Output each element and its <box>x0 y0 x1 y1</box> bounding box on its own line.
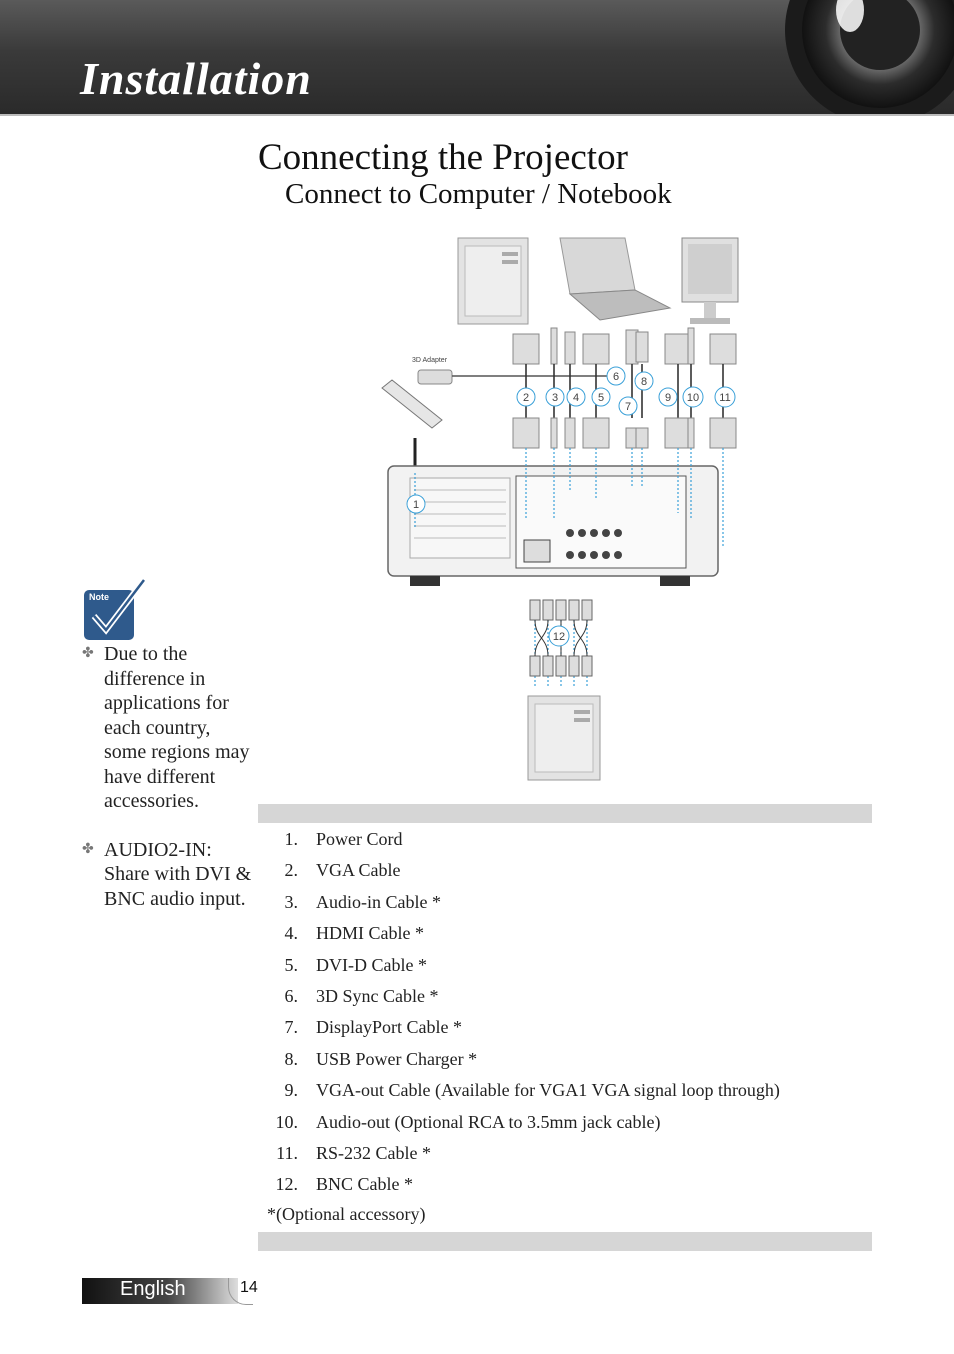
list-item: 1.Power Cord <box>284 829 403 849</box>
notebook-computer-icon <box>559 237 672 321</box>
callout-11: 11 <box>714 386 736 408</box>
svg-text:8: 8 <box>641 376 647 388</box>
header-divider <box>0 114 954 116</box>
note-text: AUDIO2-IN: Share with DVI & BNC audio in… <box>104 838 252 910</box>
projector-rear-panel-icon <box>387 465 719 586</box>
cable-connectors-bottom <box>512 417 737 449</box>
callout-5: 5 <box>591 387 611 407</box>
power-strip-icon <box>381 379 443 473</box>
bullet-icon: ✤ <box>82 646 94 661</box>
cable-connectors-top <box>512 327 737 365</box>
svg-text:7: 7 <box>625 401 631 413</box>
list-item: 10.Audio-out (Optional RCA to 3.5mm jack… <box>275 1111 661 1132</box>
svg-text:3: 3 <box>552 392 558 404</box>
note-text: Due to the difference in applications fo… <box>104 643 250 812</box>
list-item: 5.DVI-D Cable * <box>284 954 427 975</box>
cable-list: 1.Power Cord 2.VGA Cable 3.Audio-in Cabl… <box>262 826 872 1203</box>
svg-text:5: 5 <box>598 392 604 404</box>
list-item: 7.DisplayPort Cable * <box>284 1017 463 1038</box>
svg-text:2: 2 <box>523 392 529 404</box>
bullet-icon: ✤ <box>82 841 94 857</box>
list-item: 12.BNC Cable * <box>275 1174 414 1195</box>
connection-diagram: 3D Adapter <box>381 237 739 781</box>
note-icon: Note <box>84 578 147 640</box>
header-banner: Installation <box>0 0 954 114</box>
footer-language: English <box>120 1278 186 1300</box>
svg-text:1: 1 <box>413 499 419 511</box>
desktop-computer-icon <box>457 237 529 325</box>
svg-text:6: 6 <box>613 371 619 383</box>
3d-adapter-icon: 3D Adapter <box>412 357 620 385</box>
list-item: 6.3D Sync Cable * <box>284 985 439 1006</box>
list-item: 8.USB Power Charger * <box>284 1048 478 1069</box>
footer-language-tab <box>82 1278 238 1304</box>
page-number: 14 <box>240 1279 258 1296</box>
list-item: 9.VGA-out Cable (Available for VGA1 VGA … <box>284 1080 780 1101</box>
callout-markers: 1 2 3 4 5 6 7 8 9 10 11 12 <box>406 366 736 647</box>
callout-2: 2 <box>516 387 536 407</box>
bnc-cable-icon <box>529 599 593 677</box>
svg-text:11: 11 <box>719 392 730 404</box>
list-item: 3.Audio-in Cable * <box>284 891 441 912</box>
callout-10: 10 <box>682 386 704 408</box>
svg-text:12: 12 <box>553 631 565 643</box>
note-list: ✤ Due to the difference in applications … <box>82 642 252 935</box>
desktop-computer-bottom-icon <box>527 695 601 781</box>
callout-1: 1 <box>406 494 426 514</box>
svg-text:4: 4 <box>573 392 579 404</box>
callout-12: 12 <box>548 625 570 647</box>
table-bottom-bar <box>258 1232 872 1251</box>
chapter-title: Installation <box>80 53 312 104</box>
callout-4: 4 <box>566 387 586 407</box>
list-item: 4.HDMI Cable * <box>284 923 424 944</box>
optional-accessory-note: *(Optional accessory) <box>267 1204 426 1224</box>
note-item: ✤ Due to the difference in applications … <box>82 642 252 814</box>
svg-text:3D Adapter: 3D Adapter <box>412 357 448 364</box>
note-item: ✤ AUDIO2-IN: Share with DVI & BNC audio … <box>82 838 252 912</box>
projector-lens-graphic <box>785 0 954 114</box>
monitor-icon <box>681 237 739 324</box>
callout-7: 7 <box>618 396 638 416</box>
svg-text:Note: Note <box>89 592 109 602</box>
svg-text:10: 10 <box>687 392 699 404</box>
svg-text:9: 9 <box>665 392 671 404</box>
page-title: Connecting the Projector <box>258 137 628 178</box>
table-top-bar <box>258 804 872 823</box>
callout-3: 3 <box>545 387 565 407</box>
callout-6: 6 <box>606 366 626 386</box>
list-item: 2.VGA Cable <box>284 860 401 881</box>
callout-8: 8 <box>634 371 654 391</box>
callout-9: 9 <box>658 387 678 407</box>
section-title: Connect to Computer / Notebook <box>285 178 672 210</box>
list-item: 11.RS-232 Cable * <box>276 1142 431 1163</box>
